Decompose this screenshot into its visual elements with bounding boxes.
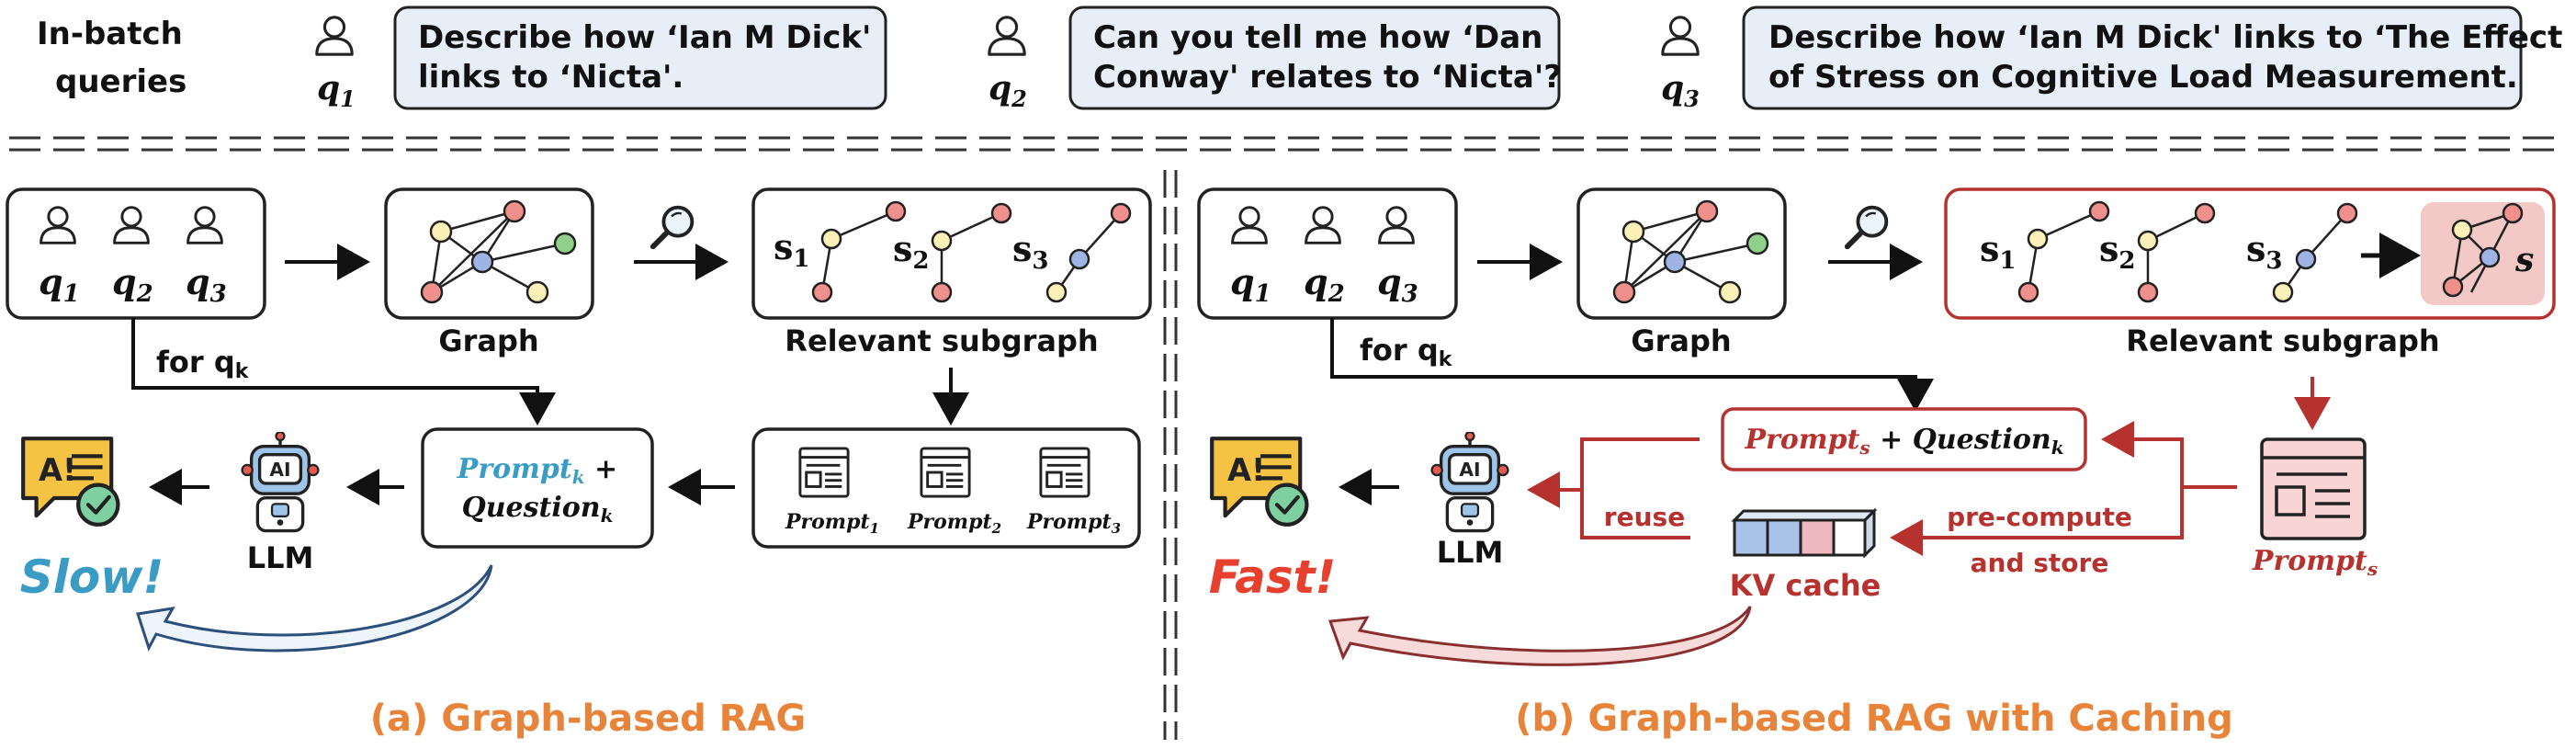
magnifier-icon — [653, 208, 693, 247]
chat-check-icon — [23, 438, 118, 525]
prompt-question-box — [421, 427, 654, 549]
subgraphs — [2017, 200, 2358, 303]
subgraphs — [811, 200, 1132, 303]
subgraph-label: Relevant subgraph — [2126, 323, 2439, 358]
llm-label: LLM — [247, 540, 314, 575]
query-label: q2 — [1304, 261, 1345, 308]
merged-subgraph-name: s — [2514, 241, 2534, 279]
query-1-line2: links to ‘Nicta'. — [418, 59, 684, 96]
dashed-separator — [9, 136, 2563, 152]
prompt-question-box — [1721, 407, 2087, 471]
document-icon — [798, 447, 850, 498]
prompt-k-label: Promptk + — [457, 453, 617, 488]
for-qk-label: for qk — [156, 345, 250, 383]
prompt-s-label: Prompts — [2252, 545, 2378, 580]
caption-b: (b) Graph-based RAG with Caching — [1515, 698, 2233, 740]
chat-check-icon — [1212, 438, 1306, 525]
subgraph-name: s2 — [893, 228, 930, 275]
query-label: q2 — [112, 261, 153, 308]
user-icon — [1661, 16, 1700, 56]
query-label: q1 — [39, 261, 80, 308]
llm-label: LLM — [1437, 535, 1504, 570]
document-icon — [2260, 437, 2367, 540]
prompt-question-label: Prompts + Questionk — [1744, 424, 2063, 459]
graph-label: Graph — [438, 323, 538, 358]
subgraph-box — [751, 187, 1152, 320]
query-label: q3 — [1377, 261, 1418, 308]
reuse-label: reuse — [1604, 502, 1685, 532]
query-2-line2: Conway' relates to ‘Nicta'? — [1093, 59, 1562, 96]
user-icon — [315, 16, 354, 56]
prompt-label: Prompt2 — [907, 510, 1001, 537]
header-title-line1: In-batch — [37, 16, 183, 52]
kv-cache-label: KV cache — [1730, 568, 1881, 603]
panel-a: q1 q2 q3 Graph s1 s2 s3 — [6, 187, 1152, 740]
user-icon — [988, 16, 1026, 56]
precompute-label: pre-compute — [1947, 502, 2132, 532]
vertical-separator — [1163, 170, 1178, 740]
query-2-line1: Can you tell me how ‘Dan — [1093, 19, 1542, 56]
prompt-label: Prompt1 — [785, 510, 879, 537]
merged-subgraph-graph — [2442, 202, 2524, 298]
for-qk-label: for qk — [1360, 333, 1453, 371]
subgraph-name: s2 — [2099, 228, 2136, 275]
caption-a: (a) Graph-based RAG — [370, 698, 806, 740]
kv-cache-icon — [1731, 507, 1878, 559]
document-icon — [1039, 447, 1090, 498]
loop-arrow — [136, 564, 493, 653]
query-3-line1: Describe how ‘Ian M Dick' links to ‘The … — [1768, 19, 2562, 56]
subgraph-name: s3 — [2246, 228, 2283, 275]
header-title-line2: queries — [55, 63, 186, 100]
subgraph-label: Relevant subgraph — [785, 323, 1098, 358]
queries-box — [6, 187, 266, 320]
query-3-label: q3 — [1661, 69, 1700, 112]
fast-label: Fast! — [1209, 550, 1337, 604]
query-label: q1 — [1230, 261, 1271, 308]
robot-icon — [240, 432, 321, 533]
graph-icon — [1612, 199, 1769, 304]
query-3-line2: of Stress on Cognitive Load Measurement. — [1768, 59, 2518, 96]
queries-box — [1197, 187, 1458, 320]
robot-icon — [1429, 432, 1510, 533]
query-label: q3 — [186, 261, 227, 308]
query-1-box — [393, 6, 887, 110]
query-2-label: q2 — [989, 69, 1027, 112]
subgraph-name: s1 — [774, 226, 810, 273]
question-k-label: Questionk — [462, 492, 614, 527]
prompt-label: Prompt3 — [1026, 510, 1121, 537]
store-label: and store — [1971, 548, 2109, 578]
query-2-box — [1068, 6, 1561, 110]
graph-icon — [420, 199, 577, 304]
loop-arrow — [1328, 606, 1752, 666]
graph-label: Graph — [1631, 323, 1731, 358]
query-1-line1: Describe how ‘Ian M Dick' — [418, 19, 871, 56]
query-1-label: q1 — [317, 69, 356, 112]
slow-label: Slow! — [20, 550, 164, 604]
magnifier-icon — [1847, 208, 1887, 247]
panel-b: q1 q2 q3 Graph s1 s2 s3 — [1197, 187, 2556, 740]
subgraph-name: s3 — [1012, 228, 1049, 275]
query-3-box — [1742, 6, 2523, 110]
document-icon — [920, 447, 971, 498]
subgraph-name: s1 — [1980, 228, 2017, 275]
